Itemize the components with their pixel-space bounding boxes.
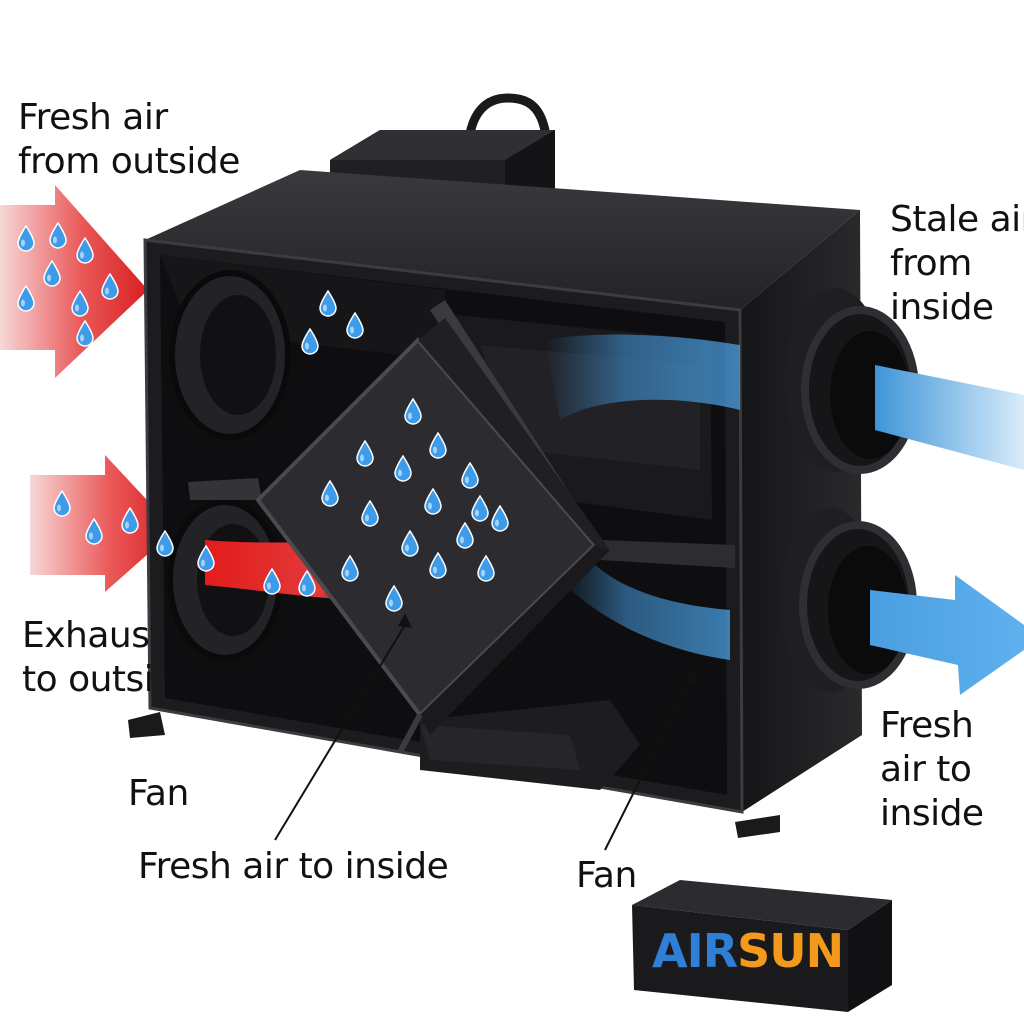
cool-air-flow xyxy=(545,334,740,660)
label-fan-right: Fan xyxy=(576,855,637,896)
label-line: inside xyxy=(890,287,994,328)
duct-collar-icon xyxy=(780,508,917,692)
label-line: air to xyxy=(880,749,972,790)
stale-air-stream xyxy=(875,365,1024,470)
brand-logo: AIRSUN xyxy=(652,924,844,978)
duct-collar-icon xyxy=(785,288,919,474)
leader-line-icon xyxy=(274,613,698,851)
label-fresh-air-to-inside: Fresh air to inside xyxy=(138,846,449,887)
label-stale-air-from-inside: Stale air from inside xyxy=(890,198,1024,330)
brand-block xyxy=(632,880,892,1012)
label-line: Stale air xyxy=(890,199,1024,240)
label-line: from xyxy=(890,243,972,284)
label-fresh-air-from-outside: Fresh air from outside xyxy=(18,96,240,184)
label-line: to outside xyxy=(22,659,152,700)
label-line: inside xyxy=(880,793,984,834)
label-line: from outside xyxy=(18,141,240,182)
label-line: Fresh xyxy=(880,705,974,746)
label-line: Fresh air xyxy=(18,97,168,138)
label-fan-left: Fan xyxy=(128,773,189,814)
label-exhaust-to-outside: Exhaust to outside xyxy=(22,614,152,702)
heat-exchanger-core xyxy=(255,300,610,754)
brand-part-sun: SUN xyxy=(737,924,844,978)
label-line: Exhaust xyxy=(22,615,152,656)
arrow-right-icon xyxy=(0,185,148,378)
arrow-right-icon xyxy=(870,575,1024,695)
arrow-right-icon xyxy=(30,455,175,592)
brand-part-air: AIR xyxy=(652,924,738,978)
label-fresh-air-to-inside-right: Fresh air to inside xyxy=(880,704,984,836)
